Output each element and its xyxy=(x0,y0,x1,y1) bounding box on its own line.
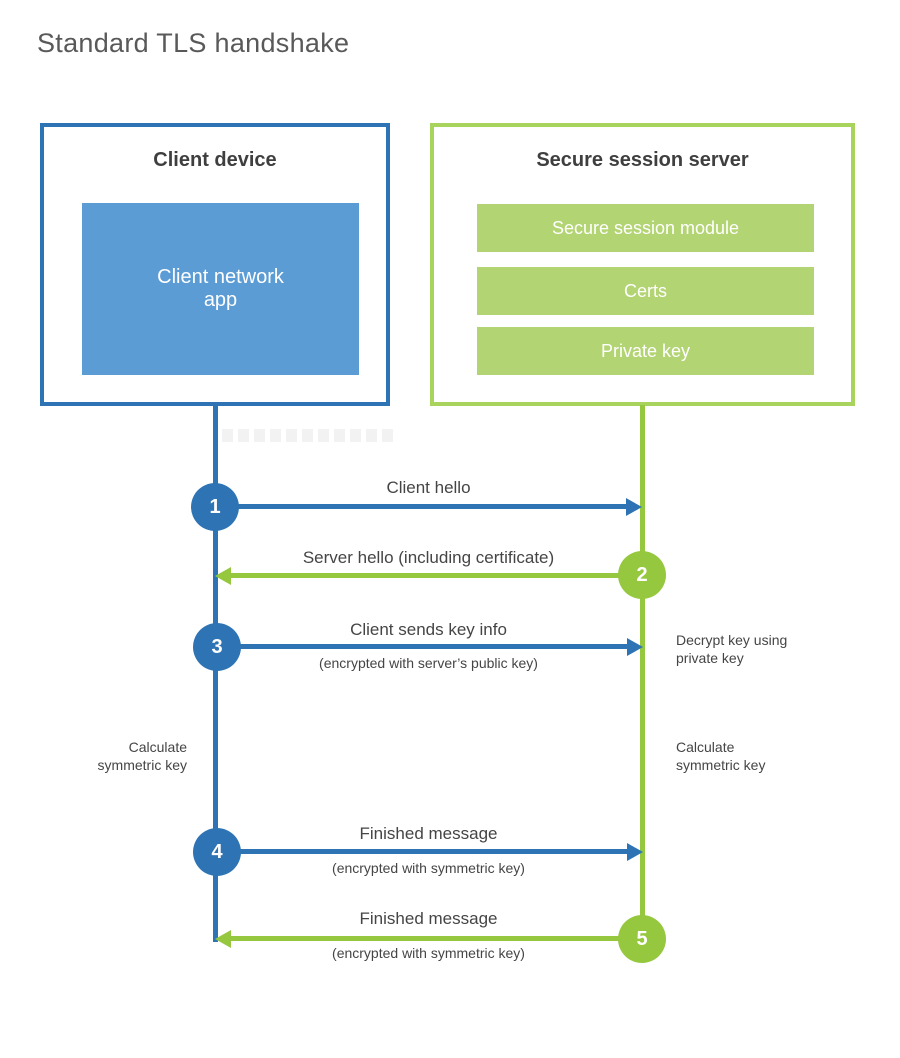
client-device-box: Client device Client network app xyxy=(40,123,390,406)
step-1-circle: 1 xyxy=(191,483,239,531)
step-3-circle: 3 xyxy=(193,623,241,671)
ghost-dashes-artifact xyxy=(222,429,394,442)
client-lifeline xyxy=(213,405,218,942)
step-4-arrow xyxy=(217,849,627,854)
step-5-circle: 5 xyxy=(618,915,666,963)
server-module-certs: Certs xyxy=(477,267,814,315)
server-box: Secure session server Secure session mod… xyxy=(430,123,855,406)
step-2-arrow xyxy=(231,573,642,578)
client-network-app-box: Client network app xyxy=(82,203,359,375)
step-4-arrowhead-right-icon xyxy=(627,843,643,861)
calculate-symmetric-key-note-client: Calculate symmetric key xyxy=(97,739,187,773)
step-1-arrow xyxy=(215,504,627,509)
step-3-label: Client sends key info xyxy=(350,620,507,639)
server-module-secure-session: Secure session module xyxy=(477,204,814,252)
server-module-private-key: Private key xyxy=(477,327,814,375)
step-5-arrowhead-left-icon xyxy=(215,930,231,948)
step-4-sublabel: (encrypted with symmetric key) xyxy=(332,860,525,876)
step-3-arrowhead-right-icon xyxy=(627,638,643,656)
step-2-arrowhead-left-icon xyxy=(215,567,231,585)
step-5-arrow xyxy=(231,936,642,941)
decrypt-key-note: Decrypt key using private key xyxy=(676,632,788,666)
step-5-sublabel: (encrypted with symmetric key) xyxy=(332,945,525,961)
server-lifeline xyxy=(640,405,645,955)
step-3-arrow xyxy=(217,644,627,649)
step-4-circle: 4 xyxy=(193,828,241,876)
calculate-symmetric-key-note-server: Calculate symmetric key xyxy=(676,739,766,773)
step-2-label: Server hello (including certificate) xyxy=(302,548,555,567)
step-3-sublabel: (encrypted with server’s public key) xyxy=(319,655,538,671)
diagram-title: Standard TLS handshake xyxy=(37,28,350,58)
step-2-circle: 2 xyxy=(618,551,666,599)
client-device-title: Client device xyxy=(153,149,277,171)
step-1-label: Client hello xyxy=(386,478,471,497)
server-title: Secure session server xyxy=(536,149,749,171)
step-1-arrowhead-right-icon xyxy=(626,498,642,516)
step-5-label: Finished message xyxy=(359,909,498,928)
step-4-label: Finished message xyxy=(359,824,498,843)
